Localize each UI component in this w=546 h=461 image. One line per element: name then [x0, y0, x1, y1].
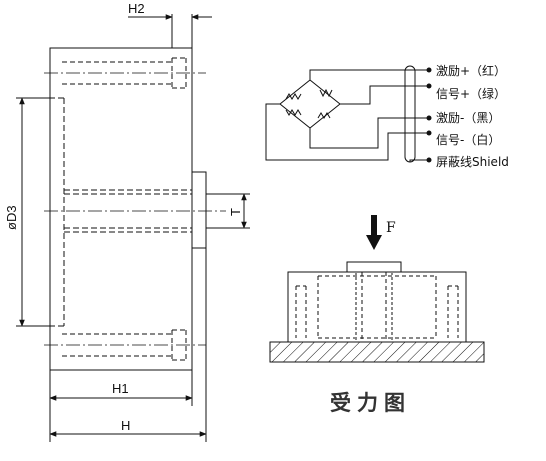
wire-signal-minus [309, 117, 412, 149]
force-hidden-lines [295, 272, 459, 342]
dim-h [49, 248, 207, 442]
hidden-cavity [50, 97, 192, 327]
resistor-2 [319, 88, 333, 98]
centerlines [44, 72, 226, 346]
sensor-body [287, 271, 467, 343]
center-hub [191, 171, 207, 249]
resistor-1 [285, 93, 302, 100]
terminal-dots [426, 67, 432, 163]
force-label: F [386, 220, 396, 236]
force-diagram: F [269, 215, 485, 363]
bridge-left [279, 79, 311, 129]
resistor-3 [285, 109, 302, 116]
hidden-hole-bottom [62, 329, 187, 361]
terminal-label-signal-minus: 信号-（白） [436, 132, 500, 147]
wire-signal-plus [340, 85, 412, 105]
dim-t [206, 193, 250, 229]
cable-jacket [404, 65, 416, 163]
side-view [44, 14, 226, 371]
wire-excite-minus [265, 103, 412, 161]
hatched-base [269, 341, 485, 363]
force-arrow-shaft [371, 215, 377, 235]
force-arrow-head [366, 235, 382, 250]
label-d3: øD3 [4, 205, 19, 230]
body-outline [49, 47, 193, 371]
label-t: T [228, 208, 243, 216]
force-diagram-title: 受力图 [330, 391, 411, 415]
wire-excite-plus [309, 69, 412, 80]
terminal-label-excite-plus: 激励+（红） [436, 63, 506, 78]
resistor-4 [317, 112, 331, 119]
label-h: H [121, 418, 130, 433]
label-h2: H2 [128, 1, 145, 16]
wiring-diagram [265, 65, 428, 163]
label-h1: H1 [112, 381, 129, 396]
terminal-label-shield: 屏蔽线Shield [436, 155, 509, 169]
loading-button [346, 261, 402, 273]
terminal-label-signal-plus: 信号+（绿） [436, 86, 506, 101]
terminal-label-excite-minus: 激励-（黑） [436, 111, 500, 125]
dim-d3 [16, 97, 50, 327]
hidden-hole-top [62, 57, 187, 89]
dim-h1 [49, 370, 193, 442]
